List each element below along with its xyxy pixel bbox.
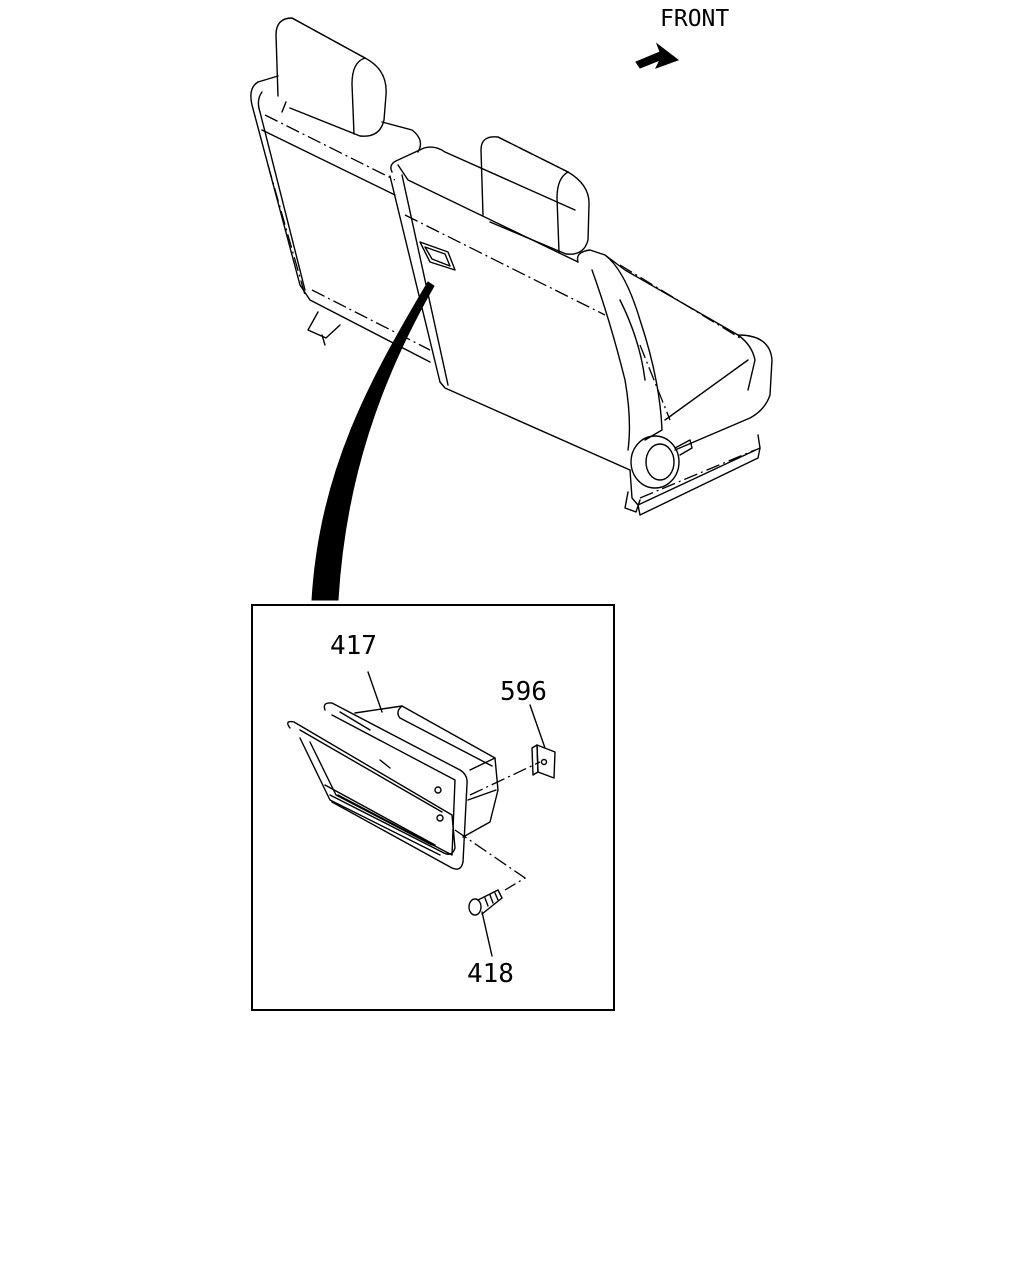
callout-417: 417 [330,631,377,661]
rear-seat-illustration [250,17,773,516]
pocket-assembly [287,702,499,870]
detail-leader [311,281,435,601]
clip-part [531,744,556,779]
front-label: FRONT [660,6,729,32]
callout-596: 596 [500,677,547,707]
front-arrow-icon [635,42,680,69]
detail-box [251,604,615,1011]
screw-part [468,889,503,916]
callout-418: 418 [467,959,514,989]
